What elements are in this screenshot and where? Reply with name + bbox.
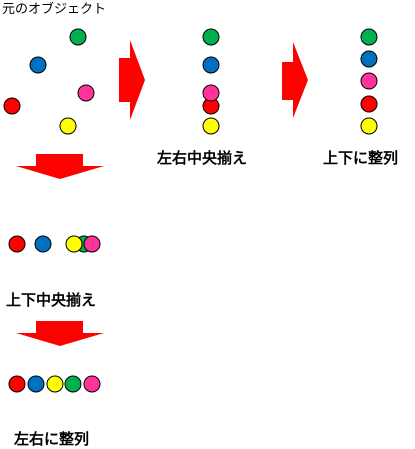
pink-circle xyxy=(77,84,95,102)
right-arrow-1 xyxy=(119,40,145,120)
pink-circle xyxy=(360,72,378,90)
original-objects-title: 元のオブジェクト xyxy=(2,2,107,17)
blue-circle xyxy=(29,56,47,74)
blue-circle xyxy=(202,56,220,74)
pink-circle xyxy=(83,375,101,393)
pink-circle xyxy=(202,84,220,102)
blue-circle xyxy=(27,375,45,393)
center-vertical-group xyxy=(8,235,101,253)
distribute-vertical-label: 上下に整列 xyxy=(323,149,399,167)
down-arrow-2 xyxy=(16,321,104,346)
distribute-horizontal-group xyxy=(8,375,101,393)
red-circle xyxy=(8,235,26,253)
pink-circle xyxy=(83,235,101,253)
blue-circle xyxy=(360,50,378,68)
yellow-circle xyxy=(360,117,378,135)
center-vertical-label: 上下中央揃え xyxy=(6,291,97,309)
yellow-circle xyxy=(46,375,64,393)
green-circle xyxy=(202,28,220,46)
yellow-circle xyxy=(202,117,220,135)
red-circle xyxy=(8,375,26,393)
distribute-vertical-group xyxy=(360,28,378,135)
green-circle xyxy=(64,375,82,393)
green-circle xyxy=(69,28,87,46)
original-objects-group xyxy=(3,28,95,135)
right-arrow-2 xyxy=(282,42,308,118)
center-horizontal-group xyxy=(202,28,220,135)
yellow-circle xyxy=(65,235,83,253)
green-circle xyxy=(360,28,378,46)
blue-circle xyxy=(34,235,52,253)
yellow-circle xyxy=(59,117,77,135)
red-circle xyxy=(360,95,378,113)
distribute-horizontal-label: 左右に整列 xyxy=(14,430,90,448)
down-arrow-1 xyxy=(16,154,104,179)
red-circle xyxy=(3,97,21,115)
center-horizontal-label: 左右中央揃え xyxy=(157,149,248,167)
